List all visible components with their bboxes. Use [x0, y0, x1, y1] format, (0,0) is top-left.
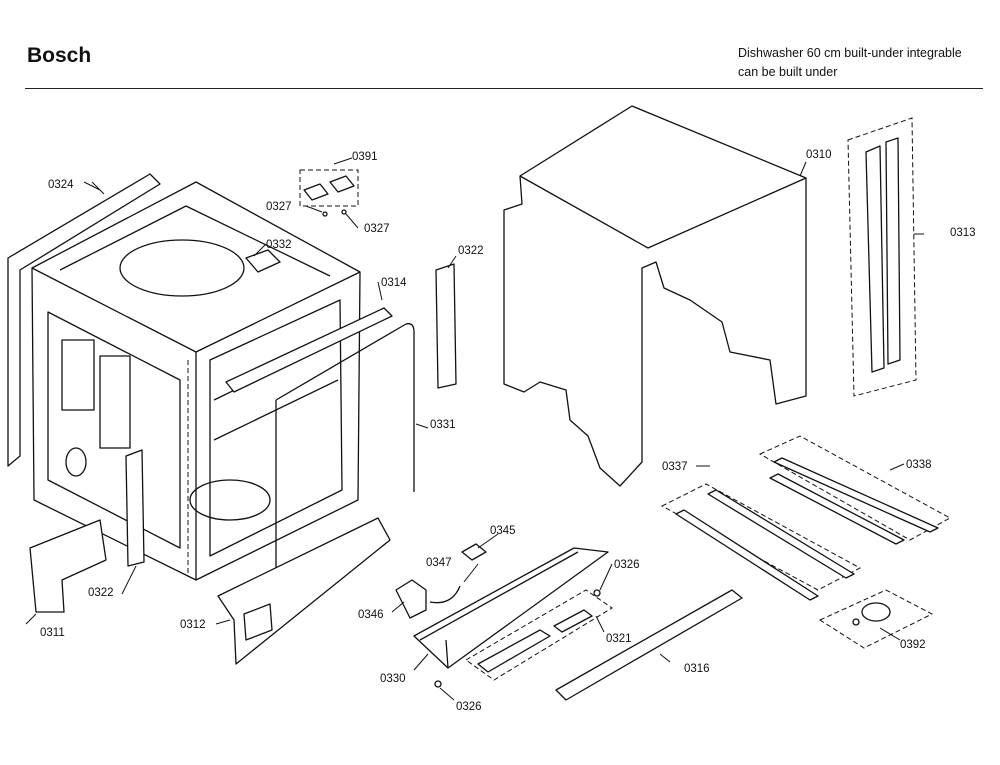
- part-0316-front-strip: [555, 589, 743, 701]
- part-0314-rail: [225, 307, 393, 393]
- part-0346-switch: [395, 579, 427, 619]
- label-0330: 0330: [380, 673, 406, 685]
- part-0338-rails: [758, 435, 952, 545]
- part-0330-control-module: [413, 547, 609, 669]
- part-0326-screw-b: [434, 680, 442, 688]
- label-0316: 0316: [684, 663, 710, 675]
- header-divider: [25, 88, 983, 89]
- part-0322-left-strip: [125, 449, 145, 567]
- label-0326-upper: 0326: [614, 559, 640, 571]
- part-0392-wheels: [818, 589, 934, 649]
- part-0321-display: [465, 589, 613, 681]
- part-0312-kickboard: [217, 517, 391, 665]
- part-0327-screws: [322, 209, 347, 217]
- dishwasher-tub: [31, 181, 361, 581]
- label-0326-lower: 0326: [456, 701, 482, 713]
- part-0313-side-rails: [847, 117, 917, 397]
- label-0337: 0337: [662, 461, 688, 473]
- part-0322-middle-strip: [435, 263, 457, 389]
- label-0312: 0312: [180, 619, 206, 631]
- part-0310-insulation-cover: [503, 105, 807, 487]
- part-0391-clips: [299, 169, 359, 207]
- label-0327-left: 0327: [266, 201, 292, 213]
- model-description: Dishwasher 60 cm built-under integrable …: [738, 44, 962, 82]
- label-0324: 0324: [48, 179, 74, 191]
- label-0345: 0345: [490, 525, 516, 537]
- label-0391: 0391: [352, 151, 378, 163]
- label-0347: 0347: [426, 557, 452, 569]
- label-0313: 0313: [950, 227, 976, 239]
- label-0322-left: 0322: [88, 587, 114, 599]
- label-0314: 0314: [381, 277, 407, 289]
- part-labels: 0324 0311 0312 0313 0314 0316 0321 0322 …: [40, 149, 976, 713]
- part-0324-side-insulation: [7, 173, 161, 467]
- part-0337-rails: [660, 483, 862, 601]
- label-0331: 0331: [430, 419, 456, 431]
- label-0321: 0321: [606, 633, 632, 645]
- label-0322-middle: 0322: [458, 245, 484, 257]
- description-line-1: Dishwasher 60 cm built-under integrable: [738, 46, 962, 60]
- label-0346: 0346: [358, 609, 384, 621]
- part-0331-door-seal: [275, 323, 415, 574]
- part-0326-screw-a: [593, 589, 601, 597]
- label-0310: 0310: [806, 149, 832, 161]
- part-0347-wire: [429, 585, 461, 604]
- label-0327-right: 0327: [364, 223, 390, 235]
- part-0345-lock: [461, 543, 487, 561]
- part-0311-base-panel: [29, 519, 107, 613]
- label-0392: 0392: [900, 639, 926, 651]
- label-0338: 0338: [906, 459, 932, 471]
- brand-title: Bosch: [27, 44, 92, 67]
- leader-lines: [25, 157, 924, 701]
- label-0332: 0332: [266, 239, 292, 251]
- description-line-2: can be built under: [738, 65, 838, 79]
- label-0311: 0311: [40, 627, 65, 639]
